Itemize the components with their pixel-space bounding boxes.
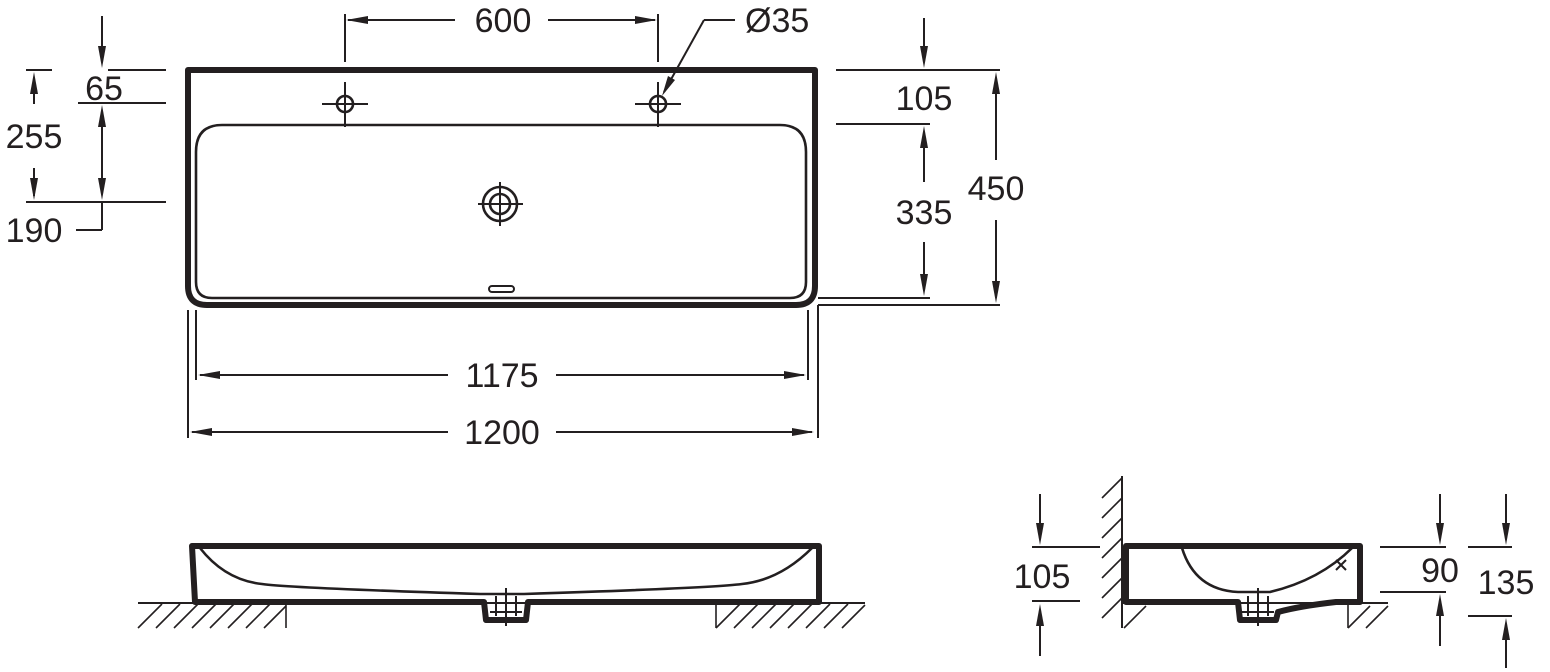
wall-hatch xyxy=(1101,477,1147,629)
side-basin-outline xyxy=(1123,543,1363,623)
dimension-600: 600 xyxy=(344,2,659,62)
side-waste xyxy=(1242,588,1274,626)
overflow-slot xyxy=(488,285,515,293)
dimension-side-90: 90 xyxy=(1380,494,1459,646)
top-view: 600 Ø35 65 255 xyxy=(6,2,1025,452)
label-side-135: 135 xyxy=(1478,564,1535,602)
side-bowl-curve xyxy=(1180,547,1353,594)
dimension-side-105: 105 xyxy=(1014,494,1100,656)
front-bowl-curve xyxy=(198,547,813,596)
label-105-top: 105 xyxy=(896,80,953,118)
hatch-left xyxy=(137,603,287,629)
dimension-diameter: Ø35 xyxy=(662,2,809,96)
front-waste xyxy=(490,588,522,626)
side-view: 105 90 135 xyxy=(1014,476,1534,668)
hatch-right xyxy=(715,603,866,629)
label-450: 450 xyxy=(968,170,1025,208)
dimension-bottom: 1175 1200 xyxy=(187,310,814,452)
counter-hatch-right xyxy=(1347,603,1389,629)
label-1200: 1200 xyxy=(464,414,540,452)
tap-hole-left xyxy=(322,82,368,127)
label-65: 65 xyxy=(85,70,123,108)
label-side-90: 90 xyxy=(1421,552,1459,590)
label-190: 190 xyxy=(6,212,63,250)
basin-outer-outline xyxy=(185,67,818,308)
label-1175: 1175 xyxy=(465,357,538,395)
label-335: 335 xyxy=(896,194,953,232)
label-diameter: Ø35 xyxy=(745,2,809,40)
label-side-105: 105 xyxy=(1014,558,1071,596)
dimension-side-135: 135 xyxy=(1468,494,1534,668)
dimension-right: 105 335 450 xyxy=(817,18,1025,438)
front-basin-outline xyxy=(189,543,822,623)
label-600: 600 xyxy=(475,2,532,40)
dimension-left: 65 255 190 xyxy=(6,16,166,250)
waste-outlet xyxy=(478,182,523,226)
label-255: 255 xyxy=(6,118,63,156)
front-view xyxy=(137,543,866,629)
basin-inner-outline xyxy=(194,123,808,300)
tap-hole-right xyxy=(635,82,681,127)
